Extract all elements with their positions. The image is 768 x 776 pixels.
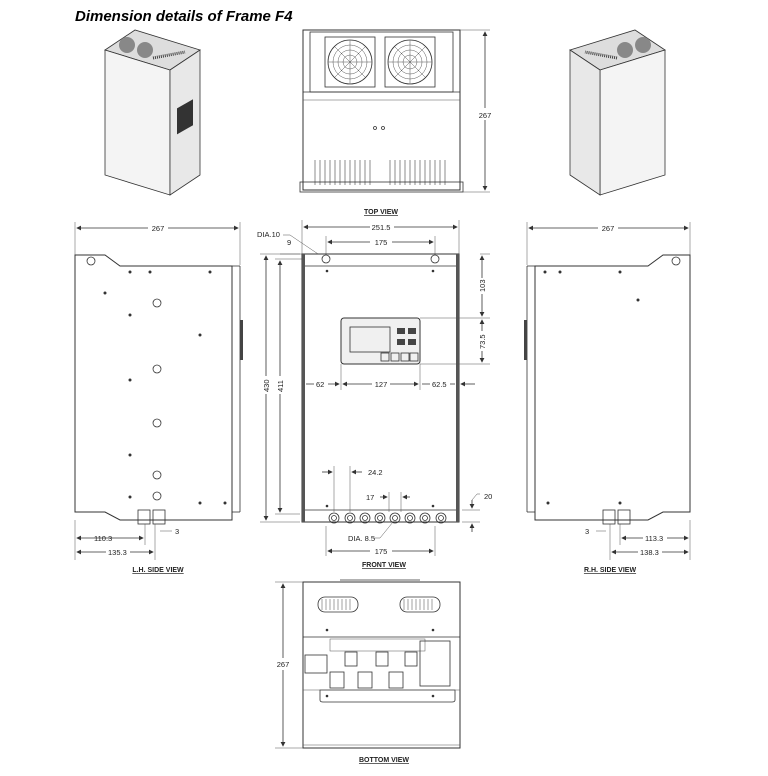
front-display-width-dim: 127 (375, 380, 388, 389)
lh-side-view-label: L.H. SIDE VIEW (132, 567, 184, 574)
isometric-view-right (568, 28, 667, 197)
lh-dim-3: 3 (175, 527, 179, 536)
front-total-height-dim: 430 (262, 379, 271, 392)
front-hole-dia-dim: DIA.10 (257, 230, 280, 239)
page-title: Dimension details of Frame F4 (75, 8, 293, 25)
front-terminal-pitch-dim: 24.2 (368, 468, 383, 477)
top-view-depth-dim: 267 (479, 111, 492, 120)
front-display-height-dim: 73.5 (478, 334, 487, 349)
rh-side-view: 267 3 113.3 138.3 R.H. SIDE VIEW (524, 222, 691, 574)
lh-side-view: 267 110.3 135.3 3 L.H. SIDE VIEW (74, 222, 243, 574)
lh-dim-135-3: 135.3 (108, 548, 127, 557)
rh-dim-138-3: 138.3 (640, 548, 659, 557)
top-view: 267 TOP VIEW (299, 29, 495, 216)
rh-side-view-label: R.H. SIDE VIEW (584, 567, 637, 574)
rh-dim-113-3: 113.3 (645, 534, 663, 543)
rh-dim-3: 3 (585, 527, 589, 536)
front-bottom-offset-dim: 20 (484, 492, 492, 501)
front-hole-height-dim: 411 (276, 380, 285, 392)
front-right-margin-dim: 62.5 (432, 380, 447, 389)
front-left-margin-dim: 62 (316, 380, 324, 389)
front-terminal-gap-dim: 17 (366, 493, 374, 502)
front-hole-pitch-bottom-dim: 175 (375, 547, 388, 556)
lh-depth-dim: 267 (152, 224, 165, 233)
lh-dim-110-3: 110.3 (94, 534, 112, 543)
front-view: 251.5 175 DIA.10 9 103 73.5 62 127 (257, 220, 492, 569)
front-hole-pitch-top-dim: 175 (375, 238, 388, 247)
bottom-view-depth-dim: 267 (277, 660, 290, 669)
front-display-top-dim: 103 (478, 279, 487, 292)
bottom-view-label: BOTTOM VIEW (359, 757, 409, 764)
front-width-dim: 251.5 (372, 223, 391, 232)
front-terminal-dia-dim: DIA. 8.5 (348, 534, 375, 543)
isometric-view-left (103, 28, 202, 197)
front-view-label: FRONT VIEW (362, 562, 406, 569)
front-hole-offset-dim: 9 (287, 238, 291, 247)
rh-depth-dim: 267 (602, 224, 615, 233)
top-view-label: TOP VIEW (364, 209, 398, 216)
bottom-view: 267 BOTTOM VIEW (272, 579, 461, 764)
